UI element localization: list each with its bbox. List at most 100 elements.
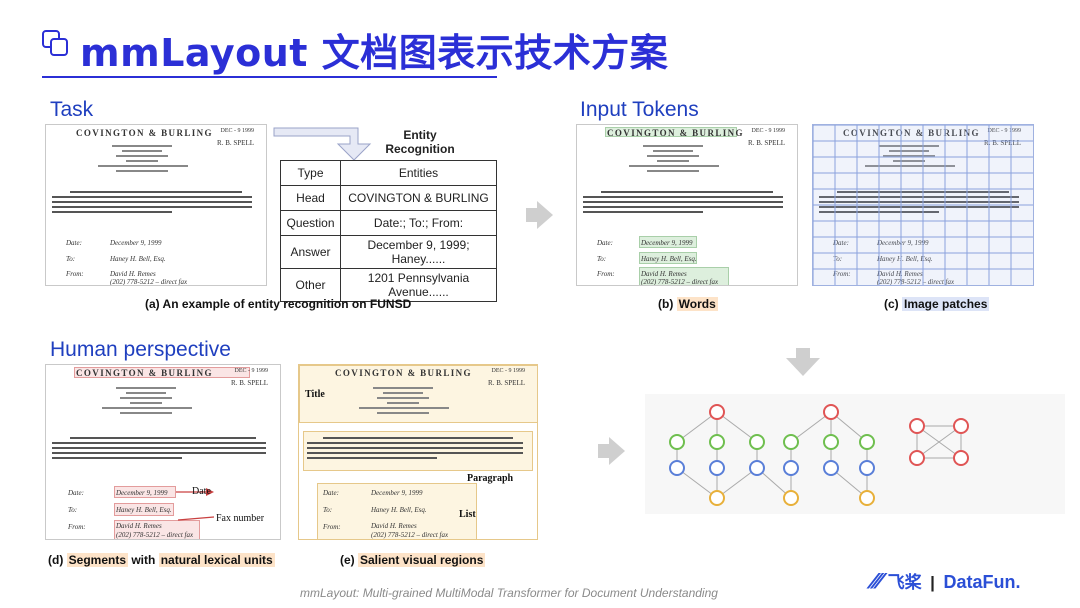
arrow-down-icon [786, 358, 820, 376]
doc-initials: R. B. SPELL [748, 139, 785, 147]
doc-from-value: David H. Remes [877, 270, 923, 278]
doc-to-value: Haney H. Bell, Esq. [641, 255, 697, 263]
doc-to-label: To: [68, 506, 78, 514]
doc-to-value: Haney H. Bell, Esq. [116, 506, 172, 514]
footer-brand-paddle: 飞桨 [887, 573, 922, 592]
caption-d-highlight-2: natural lexical units [158, 553, 275, 567]
table-row: Head COVINGTON & BURLING [280, 185, 497, 211]
doc-to-label: To: [597, 255, 607, 263]
doc-from-label: From: [323, 523, 341, 531]
entity-recognition-title: Entity Recognition [385, 128, 455, 156]
doc-fax-value: (202) 778-5212 – direct fax [110, 278, 188, 286]
doc-to-value: Haney H. Bell, Esq. [371, 506, 427, 514]
doc-fax-value: (202) 778-5212 – direct fax [641, 278, 719, 286]
entity-table: Type Entities Head COVINGTON & BURLING Q… [280, 160, 497, 302]
caption-d-prefix: (d) [48, 553, 67, 567]
caption-b: (b) Words [658, 297, 718, 311]
footer-logo-separator: | [930, 573, 935, 592]
doc-date-stamp: DEC - 9 1999 [491, 368, 526, 374]
caption-b-prefix: (b) [658, 297, 677, 311]
doc-initials: R. B. SPELL [217, 139, 254, 147]
doc-firm: COVINGTON & BURLING [335, 368, 472, 378]
section-input-tokens-label: Input Tokens [580, 98, 699, 121]
annotation-date: Date [192, 486, 211, 497]
footer-logo: ⁄⁄⁄ 飞桨 | DataFun. [872, 568, 1021, 594]
table-cell-entities: 1201 Pennsylvania Avenue...... [340, 268, 497, 302]
caption-e-highlight: Salient visual regions [358, 553, 486, 567]
doc-to-label: To: [323, 506, 333, 514]
doc-firm: COVINGTON & BURLING [607, 128, 744, 138]
doc-to-value: Haney H. Bell, Esq. [877, 255, 933, 263]
table-row: Question Date:; To:; From: [280, 210, 497, 236]
document-thumbnail-b: COVINGTON & BURLING DEC - 9 1999 R. B. S… [576, 124, 798, 286]
table-cell-entities: December 9, 1999; Haney...... [340, 235, 497, 269]
entity-recognition-title-line1: Entity [403, 128, 437, 142]
table-cell-type: Other [280, 268, 341, 302]
section-human-perspective-label: Human perspective [50, 338, 231, 361]
annotation-title: Title [305, 389, 325, 400]
doc-date-value: December 9, 1999 [110, 239, 162, 247]
doc-fax-value: (202) 778-5212 – direct fax [877, 278, 954, 285]
table-header-entities: Entities [340, 160, 497, 186]
doc-to-label: To: [833, 255, 842, 263]
doc-from-label: From: [833, 270, 851, 278]
doc-to-label: To: [66, 255, 76, 263]
title-underline [42, 76, 497, 78]
caption-a: (a) An example of entity recognition on … [145, 297, 412, 311]
arrow-right-icon [537, 201, 553, 229]
doc-date-label: Date: [833, 239, 849, 247]
caption-e: (e) Salient visual regions [340, 553, 486, 567]
arrow-down-stem [796, 348, 810, 360]
caption-d-mid: with [128, 553, 159, 567]
document-thumbnail-a: COVINGTON & BURLING DEC - 9 1999 R. B. S… [45, 124, 267, 286]
date-arrow-icon [176, 488, 214, 496]
doc-from-label: From: [68, 523, 86, 531]
paddle-logo-icon: ⁄⁄⁄ [872, 569, 883, 593]
document-thumbnail-e: COVINGTON & BURLING DEC - 9 1999 R. B. S… [298, 364, 538, 540]
doc-firm: COVINGTON & BURLING [76, 128, 213, 138]
document-thumbnail-c: COVINGTON & BURLING DEC - 9 1999 R. B. S… [812, 124, 1034, 286]
doc-firm: COVINGTON & BURLING [76, 368, 213, 378]
doc-date-stamp: DEC - 9 1999 [234, 368, 269, 374]
doc-date-label: Date: [323, 489, 339, 497]
patch-grid [813, 125, 1033, 285]
caption-e-prefix: (e) [340, 553, 358, 567]
fax-arrow-icon [177, 516, 215, 521]
entity-arrow-icon [273, 127, 372, 161]
caption-c-prefix: (c) [884, 297, 902, 311]
table-header-row: Type Entities [280, 160, 497, 186]
table-cell-type: Question [280, 210, 341, 236]
table-cell-type: Answer [280, 235, 341, 269]
doc-date-value: December 9, 1999 [641, 239, 693, 247]
doc-fax-value: (202) 778-5212 – direct fax [371, 531, 449, 539]
doc-to-value: Haney H. Bell, Esq. [110, 255, 166, 263]
doc-date-value: December 9, 1999 [371, 489, 423, 497]
doc-from-value: David H. Remes [110, 270, 156, 278]
footer-citation: mmLayout: Multi-grained MultiModal Trans… [300, 586, 718, 600]
doc-date-label: Date: [66, 239, 82, 247]
document-thumbnail-d: COVINGTON & BURLING DEC - 9 1999 R. B. S… [45, 364, 281, 540]
caption-d: (d) Segments with natural lexical units [48, 553, 275, 567]
doc-date-stamp: DEC - 9 1999 [988, 128, 1022, 134]
annotation-list: List [459, 509, 476, 520]
table-header-type: Type [280, 160, 341, 186]
doc-firm: COVINGTON & BURLING [843, 128, 980, 138]
arrow-right-icon-2 [609, 437, 625, 465]
caption-c-highlight: Image patches [902, 297, 990, 311]
title-icon [42, 30, 68, 56]
doc-from-value: David H. Remes [641, 270, 687, 278]
doc-date-stamp: DEC - 9 1999 [220, 128, 255, 134]
entity-recognition-title-line2: Recognition [385, 142, 455, 156]
doc-initials: R. B. SPELL [488, 379, 525, 387]
doc-date-stamp: DEC - 9 1999 [751, 128, 786, 134]
caption-c: (c) Image patches [884, 297, 990, 311]
section-task-label: Task [50, 98, 94, 121]
annotation-fax-number: Fax number [216, 513, 265, 524]
doc-date-value: December 9, 1999 [116, 489, 168, 497]
table-row: Answer December 9, 1999; Haney...... [280, 235, 497, 269]
doc-from-value: David H. Remes [116, 522, 162, 530]
doc-date-value: December 9, 1999 [877, 239, 929, 247]
table-row: Other 1201 Pennsylvania Avenue...... [280, 268, 497, 302]
slide-title: mmLayout 文档图表示技术方案 [80, 31, 669, 75]
doc-from-label: From: [597, 270, 615, 278]
